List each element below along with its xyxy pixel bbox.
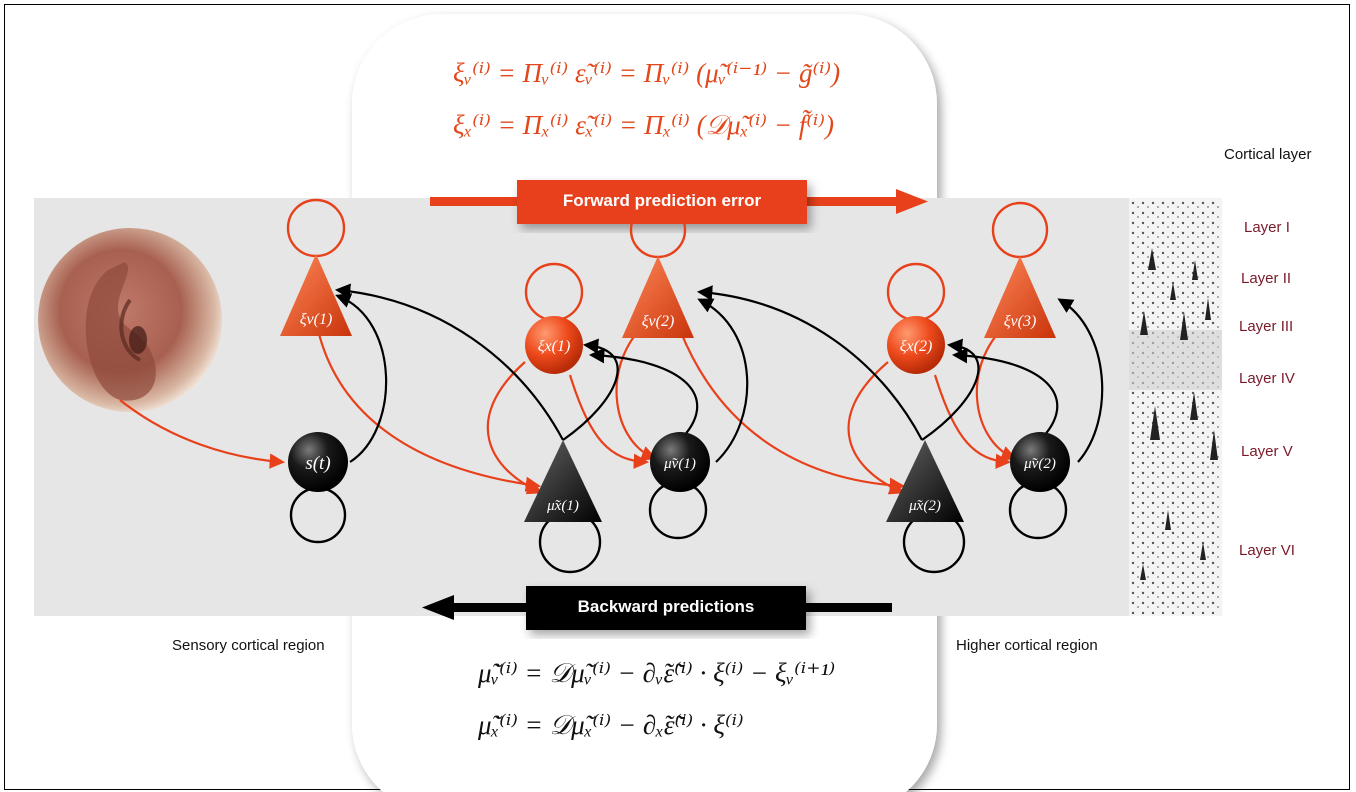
xi-v3-label: ξv(3) (1004, 313, 1037, 330)
layer-label-3: Layer III (1239, 318, 1294, 335)
mu-x2-node (886, 440, 964, 522)
mu-v1-node (650, 432, 710, 492)
cortical-layer-title: Cortical layer (1224, 146, 1312, 163)
xi-v2-label: ξv(2) (642, 313, 675, 330)
layer-label-5: Layer V (1241, 443, 1293, 460)
s-t-label: s(t) (305, 453, 330, 474)
higher-region-label: Higher cortical region (956, 637, 1098, 654)
xi-v1-label: ξv(1) (300, 311, 333, 328)
xi-x1-node (525, 316, 583, 374)
layer-label-6: Layer VI (1239, 542, 1295, 559)
mu-v2-node (1010, 432, 1070, 492)
backward-label: Backward predictions (577, 597, 755, 616)
forward-equation-v: ξᵥ⁽ⁱ⁾ = Πᵥ⁽ⁱ⁾ ε̃ᵥ⁽ⁱ⁾ = Πᵥ⁽ⁱ⁾ (μ̃ᵥ⁽ⁱ⁻¹⁾ −… (453, 58, 841, 88)
mu-x1-node (524, 440, 602, 522)
forward-equation-x: ξₓ⁽ⁱ⁾ = Πₓ⁽ⁱ⁾ ε̃ₓ⁽ⁱ⁾ = Πₓ⁽ⁱ⁾ (𝒟μ̃ₓ⁽ⁱ⁾ − … (453, 110, 834, 140)
forward-label: Forward prediction error (562, 191, 762, 210)
layer-label-4: Layer IV (1239, 370, 1295, 387)
forward-arrow (430, 180, 928, 224)
xi-x1-label: ξx(1) (538, 338, 571, 355)
backward-arrow (422, 586, 892, 630)
xi-x2-node (887, 316, 945, 374)
mu-v1-label: μ̃v(1) (663, 456, 696, 472)
mu-x2-label: μ̃x(2) (908, 498, 941, 514)
xi-v1-node (280, 254, 352, 336)
mu-v2-label: μ̃v(2) (1023, 456, 1056, 472)
sensory-region-label: Sensory cortical region (172, 637, 325, 654)
xi-v3-node (984, 256, 1056, 338)
xi-v2-node (622, 256, 694, 338)
ear-icon (38, 228, 222, 412)
layer-label-1: Layer I (1244, 219, 1290, 236)
s-t-node (288, 432, 348, 492)
backward-equation-x: μ̃̇ₓ⁽ⁱ⁾ = 𝒟μ̃ₓ⁽ⁱ⁾ − ∂ₓ̃ε̃⁽ⁱ⁾ · ξ⁽ⁱ⁾ (478, 710, 744, 740)
layer-label-2: Layer II (1241, 270, 1292, 287)
xi-x2-label: ξx(2) (900, 338, 933, 355)
mu-x1-label: μ̃x(1) (546, 498, 579, 514)
backward-equation-v: μ̃̇ᵥ⁽ⁱ⁾ = 𝒟μ̃ᵥ⁽ⁱ⁾ − ∂ᵥ̃ε̃⁽ⁱ⁾ · ξ⁽ⁱ⁾ − ξᵥ… (478, 658, 836, 688)
histology-icon (1129, 198, 1222, 616)
